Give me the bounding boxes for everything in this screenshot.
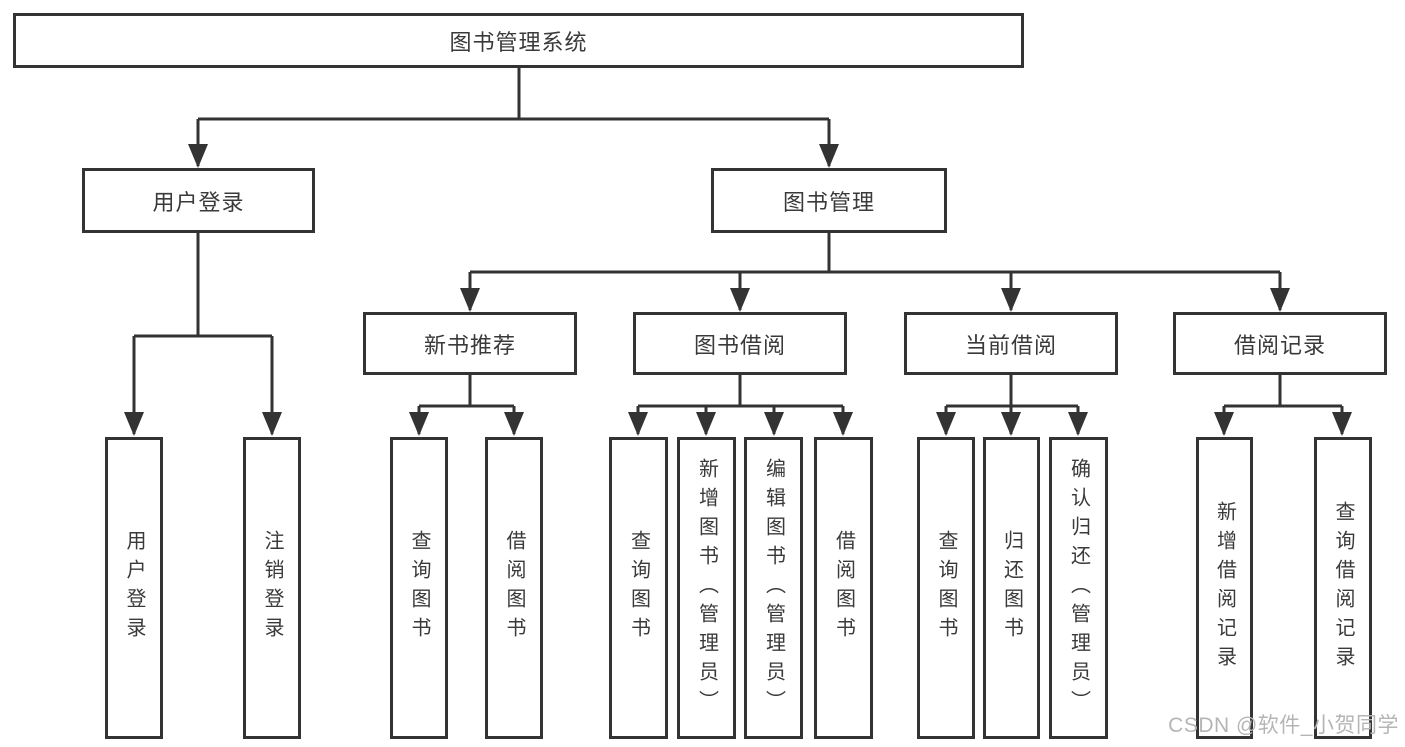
leaf-record-query: 查询借阅记录 xyxy=(1314,437,1372,739)
leaf-current-confirm-return-admin: 确认归还（管理员） xyxy=(1049,437,1108,739)
node-new-book-recommend: 新书推荐 xyxy=(363,312,577,375)
node-book-management: 图书管理 xyxy=(711,168,947,233)
leaf-borrow-borrow-book: 借阅图书 xyxy=(814,437,873,739)
node-user-login: 用户登录 xyxy=(82,168,315,233)
leaf-user-login: 用户登录 xyxy=(105,437,163,739)
node-current-borrow: 当前借阅 xyxy=(904,312,1118,375)
csdn-watermark: CSDN @软件_小贺同学 xyxy=(1168,714,1399,737)
node-book-borrow: 图书借阅 xyxy=(633,312,847,375)
node-borrow-record: 借阅记录 xyxy=(1173,312,1387,375)
leaf-record-add: 新增借阅记录 xyxy=(1196,437,1253,739)
leaf-recommend-borrow-book: 借阅图书 xyxy=(485,437,543,739)
leaf-logout: 注销登录 xyxy=(243,437,301,739)
leaf-current-query-book: 查询图书 xyxy=(917,437,975,739)
leaf-borrow-query-book: 查询图书 xyxy=(609,437,668,739)
leaf-recommend-query-book: 查询图书 xyxy=(390,437,448,739)
leaf-borrow-add-book-admin: 新增图书（管理员） xyxy=(677,437,736,739)
node-root: 图书管理系统 xyxy=(13,13,1024,68)
leaf-borrow-edit-book-admin: 编辑图书（管理员） xyxy=(744,437,803,739)
leaf-current-return-book: 归还图书 xyxy=(983,437,1040,739)
